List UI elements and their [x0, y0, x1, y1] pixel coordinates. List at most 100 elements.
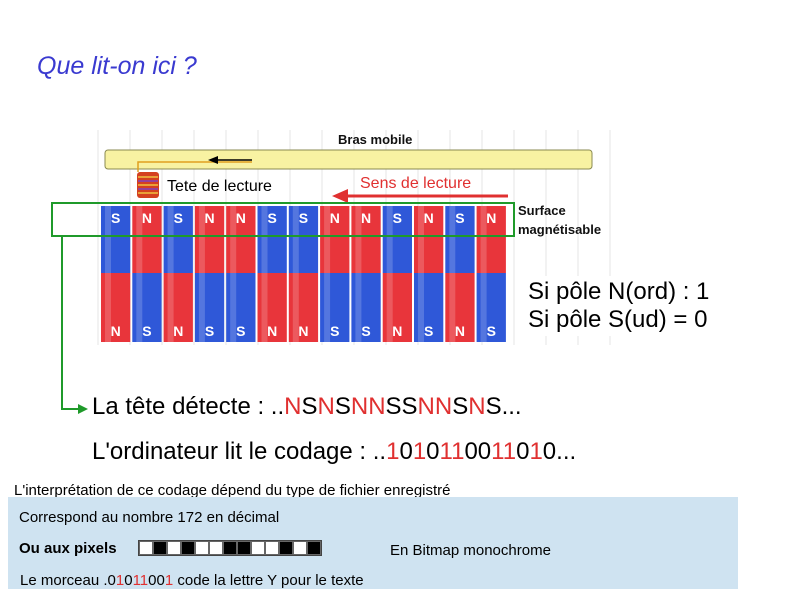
pixel-cell [181, 541, 195, 555]
magnet-top-pole-label: S [393, 210, 402, 226]
magnet-highlight [355, 206, 362, 342]
magnet-top-pole-label: N [204, 210, 214, 226]
magnet-bottom-half [320, 273, 350, 342]
letter-sequence-part: 0 [124, 572, 133, 589]
detect-sequence-part: S [334, 393, 351, 420]
pixel-cell [153, 541, 167, 555]
code-sequence-part: 0 [399, 438, 413, 465]
magnet-highlight [324, 206, 331, 342]
letter-sequence-part: 0 [107, 572, 116, 589]
code-sequence-part: 11 [439, 438, 465, 465]
rule-north: Si pôle N(ord) : 1 [528, 278, 710, 305]
magnet-top-half [101, 206, 131, 273]
page-title: Que lit-on ici ? [37, 52, 197, 80]
magnet-bottom-pole-label: S [330, 323, 339, 339]
magnet-highlight [449, 206, 456, 342]
detection-frame [51, 202, 515, 237]
code-sequence-part: 0 [516, 438, 530, 465]
pixel-cell [139, 541, 153, 555]
pixel-cell [293, 541, 307, 555]
magnet-top-half [132, 206, 162, 273]
magnet-bottom-half [163, 273, 193, 342]
magnet-top-half [226, 206, 256, 273]
detection-connector-line [61, 236, 80, 410]
magnet-top-half [320, 206, 350, 273]
magnet-bottom-half [476, 273, 506, 342]
detect-sequence-part: S [485, 393, 502, 420]
magnet-top-pole-label: N [361, 210, 371, 226]
mobile-arm-label: Bras mobile [338, 132, 413, 147]
detect-sequence: NSNSNNSSNNSNS [284, 393, 501, 420]
magnet-highlight [292, 206, 299, 342]
pixel-cell [237, 541, 251, 555]
detect-prefix: La tête détecte : .. [92, 393, 285, 420]
magnet-top-half [445, 206, 475, 273]
direction-arrow-head-icon [332, 189, 348, 203]
code-sequence-part: 11 [491, 438, 517, 465]
magnet-bottom-pole-label: N [298, 323, 308, 339]
magnet-bottom-pole-label: S [424, 323, 433, 339]
magnet-bottom-pole-label: N [392, 323, 402, 339]
magnet-bottom-half [351, 273, 381, 342]
magnet-bottom-half [414, 273, 444, 342]
magnet-top-pole-label: N [142, 210, 152, 226]
magnet-top-half [163, 206, 193, 273]
interpretation-panel [8, 497, 738, 589]
code-sequence-part: 1 [386, 438, 400, 465]
letter-sequence: 01011001 [108, 572, 174, 589]
pixel-cell [279, 541, 293, 555]
code-prefix: L'ordinateur lit le codage : .. [92, 438, 387, 465]
magnet-top-half [288, 206, 319, 273]
reading-head-icon [137, 172, 159, 198]
magnet-bottom-pole-label: S [205, 323, 214, 339]
magnet-bottom-pole-label: S [361, 323, 370, 339]
pole-rule-box: Si pôle N(ord) : 1 Si pôle S(ud) = 0 [524, 276, 714, 336]
letter-suffix: code la lettre Y pour le texte [173, 572, 364, 589]
letter-interpretation: Le morceau .01011001 code la lettre Y po… [20, 572, 364, 589]
magnet-bottom-half [101, 273, 131, 342]
magnet-top-half [382, 206, 412, 273]
magnet-top-pole-label: S [174, 210, 183, 226]
code-sequence-part: 00 [464, 438, 492, 465]
decimal-interpretation: Correspond au nombre 172 en décimal [19, 509, 280, 526]
detect-sequence-part: N [284, 393, 302, 420]
magnet-bottom-half [226, 273, 256, 342]
letter-prefix: Le morceau . [20, 572, 108, 589]
bitmap-label: En Bitmap monochrome [390, 542, 551, 559]
pixel-cell [209, 541, 223, 555]
detect-sequence-part: SS [385, 393, 418, 420]
letter-sequence-part: 00 [148, 572, 165, 589]
magnet-highlight [261, 206, 268, 342]
pixel-strip [138, 540, 322, 556]
letter-sequence-part: 11 [132, 572, 149, 589]
magnet-top-half [414, 206, 444, 273]
code-suffix: ... [556, 438, 577, 465]
magnet-highlight [480, 206, 487, 342]
detect-sequence-part: S [301, 393, 318, 420]
code-sequence-part: 0 [426, 438, 440, 465]
pixels-label: Ou aux pixels [19, 540, 117, 557]
detect-sequence-part: N [317, 393, 335, 420]
detect-sequence-part: N [468, 393, 486, 420]
magnet-bottom-pole-label: S [487, 323, 496, 339]
magnet-highlight [386, 206, 393, 342]
pixel-cell [223, 541, 237, 555]
pixel-cell [195, 541, 209, 555]
magnet-top-half [194, 206, 225, 273]
magnet-highlight [105, 206, 111, 342]
magnet-top-pole-label: N [330, 210, 340, 226]
detect-sequence-part: S [452, 393, 469, 420]
magnet-top-pole-label: N [236, 210, 246, 226]
magnet-top-pole-label: S [299, 210, 308, 226]
detected-sequence-line: La tête détecte : ..NSNSNNSSNNSNS... [92, 393, 522, 421]
code-sequence-part: 1 [529, 438, 543, 465]
surface-label-line2: magnétisable [518, 222, 602, 237]
magnet-bottom-pole-label: S [236, 323, 245, 339]
magnet-top-pole-label: S [111, 210, 120, 226]
magnet-bottom-pole-label: N [455, 323, 465, 339]
magnet-bottom-half [382, 273, 412, 342]
magnet-bottom-half [194, 273, 225, 342]
mobile-arm [104, 149, 593, 170]
surface-label-line1: Surface [518, 203, 566, 218]
